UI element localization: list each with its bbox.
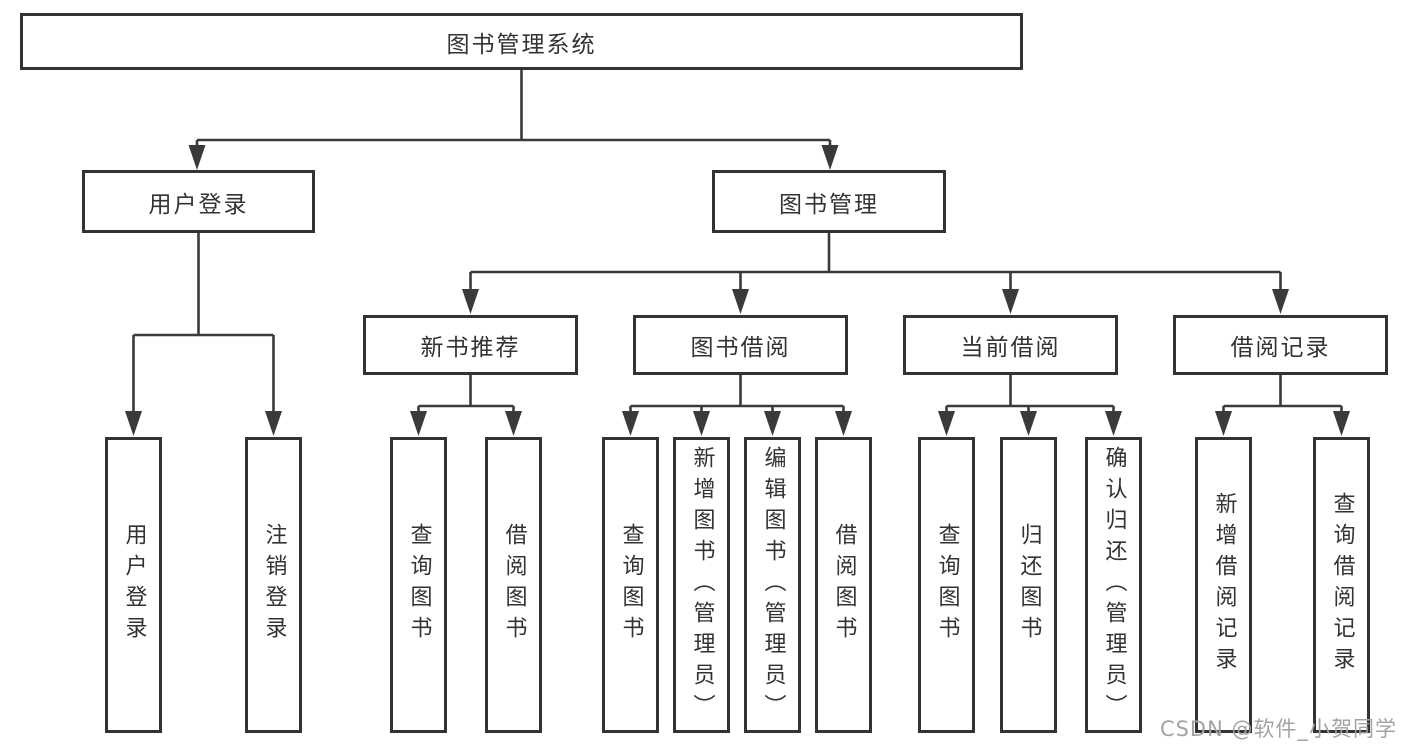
node-current-borrow: 当前借阅	[903, 315, 1118, 375]
node-current-borrow-label: 当前借阅	[960, 335, 1061, 361]
node-borrow-record-label: 借阅记录	[1230, 335, 1331, 361]
leaf-borrow-add-book-label: 新增图书（管理员）	[689, 445, 715, 725]
leaf-current-return-book-label: 归还图书	[1016, 523, 1042, 647]
leaf-borrow-query-book-label: 查询图书	[618, 523, 644, 647]
leaf-current-return-book: 归还图书	[1000, 437, 1057, 733]
node-root: 图书管理系统	[20, 13, 1023, 70]
node-book-borrow-label: 图书借阅	[690, 335, 791, 361]
node-new-book-recommend-label: 新书推荐	[420, 335, 521, 361]
node-user-login-label: 用户登录	[148, 191, 249, 218]
leaf-borrow-edit-book-label: 编辑图书（管理员）	[760, 445, 786, 725]
leaf-recommend-query-book-label: 查询图书	[406, 523, 432, 647]
node-user-login: 用户登录	[82, 170, 315, 233]
node-book-management: 图书管理	[712, 170, 946, 233]
node-new-book-recommend: 新书推荐	[363, 315, 578, 375]
leaf-logout: 注销登录	[245, 437, 302, 733]
leaf-record-query-label: 查询借阅记录	[1329, 492, 1355, 678]
leaf-record-add-label: 新增借阅记录	[1211, 492, 1237, 678]
node-root-label: 图书管理系统	[446, 31, 597, 58]
leaf-borrow-borrow-book: 借阅图书	[815, 437, 872, 733]
leaf-recommend-query-book: 查询图书	[390, 437, 447, 733]
leaf-recommend-borrow-book: 借阅图书	[485, 437, 542, 733]
leaf-user-login: 用户登录	[105, 437, 162, 733]
leaf-current-confirm-return-label: 确认归还（管理员）	[1101, 445, 1127, 725]
leaf-borrow-edit-book: 编辑图书（管理员）	[744, 437, 801, 733]
leaf-borrow-borrow-book-label: 借阅图书	[831, 523, 857, 647]
leaf-borrow-query-book: 查询图书	[602, 437, 659, 733]
node-book-borrow: 图书借阅	[633, 315, 848, 375]
leaf-borrow-add-book: 新增图书（管理员）	[673, 437, 730, 733]
leaf-recommend-borrow-book-label: 借阅图书	[501, 523, 527, 647]
leaf-current-confirm-return: 确认归还（管理员）	[1085, 437, 1142, 733]
leaf-current-query-book-label: 查询图书	[934, 523, 960, 647]
leaf-record-add: 新增借阅记录	[1195, 437, 1252, 733]
leaf-logout-label: 注销登录	[261, 523, 287, 647]
node-borrow-record: 借阅记录	[1173, 315, 1388, 375]
node-book-management-label: 图书管理	[779, 191, 879, 218]
leaf-user-login-label: 用户登录	[121, 523, 147, 647]
csdn-watermark: CSDN @软件_小贺同学	[1159, 717, 1397, 741]
leaf-current-query-book: 查询图书	[918, 437, 975, 733]
arrowhead-icons	[125, 145, 1350, 436]
leaf-record-query: 查询借阅记录	[1313, 437, 1370, 733]
